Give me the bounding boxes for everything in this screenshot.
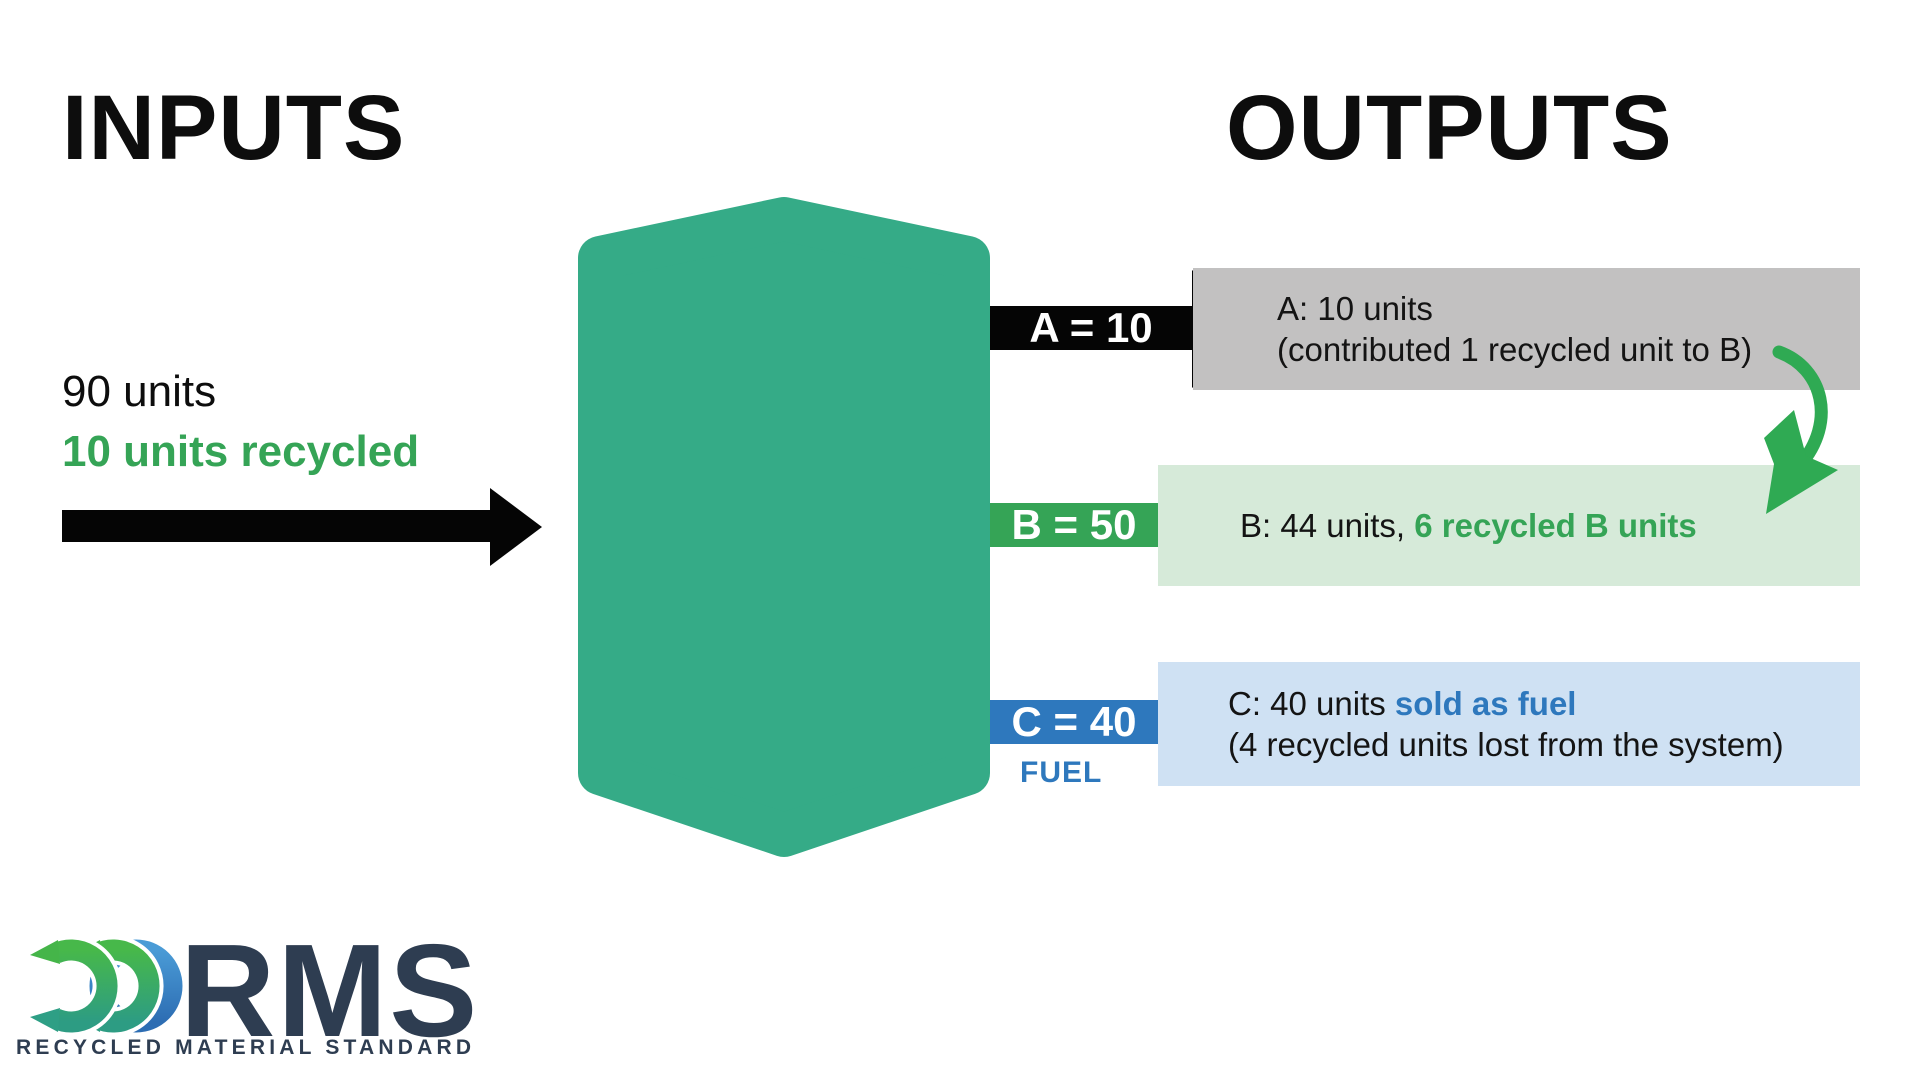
output-box-c: C: 40 units sold as fuel (4 recycled uni… [1158,662,1860,786]
box-a-line1: A: 10 units [1277,290,1433,327]
output-box-a: A: 10 units (contributed 1 recycled unit… [1193,268,1860,390]
output-box-b: B: 44 units, 6 recycled B units [1158,465,1860,586]
arrow-c-label: C = 40 [1011,698,1137,745]
box-c-line1: C: 40 units sold as fuel [1228,683,1860,724]
input-recycled-units: 10 units recycled [62,427,420,476]
box-c-line1-prefix: C: 40 units [1228,685,1395,722]
arrow-b-label: B = 50 [1011,501,1137,548]
inputs-heading: INPUTS [62,77,406,179]
input-quantities: 90 units 10 units recycled [62,362,419,482]
fuel-label: FUEL [1020,756,1103,789]
box-b-line1-highlight: 6 recycled B units [1414,507,1697,544]
recycled-unit-curved-arrow-icon [1764,345,1838,514]
box-c-line1-highlight: sold as fuel [1394,685,1577,722]
box-c-line2: (4 recycled units lost from the system) [1228,726,1784,763]
arrow-a-label: A = 10 [1029,304,1153,351]
box-b-line1: B: 44 units, 6 recycled B units [1240,505,1860,546]
rms-logo-icon [30,935,183,1037]
box-a-line2: (contributed 1 recycled unit to B) [1277,331,1753,368]
outputs-heading: OUTPUTS [1226,77,1673,179]
box-b-line1-prefix: B: 44 units, [1240,507,1415,544]
rms-tagline: RECYCLED MATERIAL STANDARD [16,1036,476,1059]
input-total-units: 90 units [62,367,217,416]
rms-wordmark: RMS [180,917,480,1064]
input-arrow-icon [62,488,542,566]
process-shape [578,197,990,857]
